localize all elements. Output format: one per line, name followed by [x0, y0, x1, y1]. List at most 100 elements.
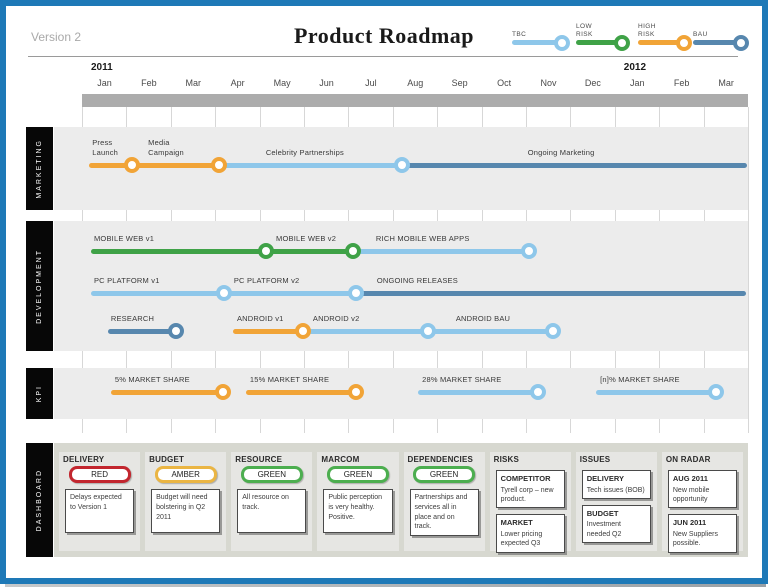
- lane-header-marketing: MARKETING: [26, 127, 53, 210]
- month-label: Aug: [407, 78, 424, 88]
- card-title: DEPENDENCIES: [407, 455, 474, 464]
- note-box: Budget will need bolstering in Q2 2011: [151, 489, 221, 533]
- milestone-marker-icon: [521, 243, 538, 259]
- status-pill: AMBER: [154, 466, 217, 483]
- bar-label: PC PLATFORM v2: [233, 276, 300, 285]
- info-box-text: New mobile opportunity: [672, 486, 710, 503]
- info-box: DELIVERY Tech issues (BOB): [581, 470, 651, 499]
- timeline-bar: [418, 389, 538, 395]
- milestone-marker-icon: [168, 323, 185, 339]
- month-label: Feb: [673, 78, 690, 88]
- legend-ring-icon: [554, 34, 570, 51]
- milestone-marker-icon: [214, 384, 231, 400]
- month-label: Jan: [630, 78, 645, 88]
- info-box-text: Lower pricing expected Q3: [500, 530, 543, 548]
- version-label: Version 2: [31, 30, 82, 44]
- bar-label: Media Campaign: [148, 138, 184, 157]
- milestone-marker-icon: [344, 243, 361, 259]
- legend-ring-icon: [614, 34, 630, 51]
- note-box: All resource on track.: [237, 489, 307, 533]
- milestone-marker-icon: [529, 384, 546, 400]
- month-label: Feb: [141, 78, 157, 88]
- info-box-text: Tyrell corp – new product.: [500, 486, 554, 503]
- timeline-bar: [219, 162, 403, 168]
- info-box-heading: AUG 2011: [672, 474, 708, 483]
- legend-label: BAU: [693, 30, 708, 38]
- bar-label: RESEARCH: [110, 314, 155, 323]
- status-pill: RED: [68, 466, 131, 483]
- legend-label: HIGH RISK: [638, 23, 656, 38]
- milestone-marker-icon: [394, 157, 411, 173]
- page-title: Product Roadmap: [293, 23, 475, 48]
- bar-label: Ongoing Marketing: [527, 148, 595, 157]
- lane-header-development: DEVELOPMENT: [26, 221, 53, 351]
- bar-label: ANDROID v1: [236, 314, 284, 323]
- timeline-bar: [232, 328, 304, 334]
- info-box-heading: JUN 2011: [672, 518, 707, 528]
- info-box-text: Investment needed Q2: [586, 521, 622, 538]
- timeline-bar: [596, 389, 717, 395]
- info-box: MARKET Lower pricing expected Q3: [495, 514, 565, 553]
- card-title: DELIVERY: [63, 455, 105, 464]
- legend-label: LOW RISK: [576, 23, 593, 38]
- timeline-bar: [89, 162, 220, 168]
- legend-item-high_risk: HIGH RISK: [638, 20, 692, 51]
- milestone-marker-icon: [708, 384, 725, 400]
- month-label: Jan: [97, 78, 112, 88]
- grid-line: [748, 107, 749, 433]
- bar-label: Press Launch: [92, 138, 119, 157]
- milestone-marker-icon: [216, 285, 233, 301]
- card-title: RISKS: [493, 455, 520, 464]
- bar-label: RICH MOBILE WEB APPS: [375, 234, 470, 243]
- year-label: 2012: [623, 62, 647, 73]
- legend-ring-icon: [733, 34, 749, 51]
- note-box: Partnerships and services all in place a…: [409, 489, 479, 537]
- month-label: Apr: [230, 78, 245, 88]
- month-label: Mar: [718, 78, 734, 88]
- timeline-bar: [402, 162, 748, 168]
- milestone-marker-icon: [545, 323, 562, 339]
- note-box: Public perception is very healthy. Posit…: [323, 489, 393, 533]
- card-title: BUDGET: [149, 455, 185, 464]
- lane-header-text: DEVELOPMENT: [36, 248, 43, 324]
- lane-header-dashboard: DASHBOARD: [26, 443, 53, 557]
- month-label: Dec: [584, 78, 601, 88]
- legend-label: TBC: [512, 30, 527, 38]
- legend-item-bau: BAU: [693, 20, 749, 51]
- bar-label: MOBILE WEB v2: [276, 234, 337, 243]
- bar-label: ONGOING RELEASES: [376, 276, 458, 285]
- month-label: Mar: [185, 78, 202, 88]
- info-box-heading: MARKET: [500, 518, 533, 528]
- card-title: ISSUES: [579, 455, 611, 464]
- lane-header-kpi: KPI: [26, 368, 53, 419]
- info-box-heading: DELIVERY: [586, 474, 624, 483]
- milestone-marker-icon: [295, 323, 312, 339]
- bar-label: MOBILE WEB v1: [93, 234, 155, 243]
- bar-label: PC PLATFORM v1: [93, 276, 160, 285]
- milestone-marker-icon: [419, 323, 436, 339]
- timeline-bar: [352, 248, 530, 254]
- month-label: Sep: [451, 78, 468, 88]
- timeline-bar: [90, 248, 353, 254]
- dashboard-card-budget: BUDGET AMBER Budget will need bolstering i…: [145, 452, 227, 551]
- bar-label: [n]% MARKET SHARE: [600, 375, 680, 384]
- milestone-marker-icon: [124, 157, 141, 173]
- milestone-marker-icon: [347, 384, 364, 400]
- month-label: May: [273, 78, 291, 88]
- timeline-bar: [355, 290, 746, 296]
- legend-line: [693, 34, 749, 51]
- status-pill: GREEN: [326, 466, 389, 483]
- month-label: Oct: [497, 78, 512, 88]
- info-box-text: Tech issues (BOB): [586, 486, 645, 494]
- info-box-text: New Suppliers possible.: [672, 530, 719, 548]
- note-box: Delays expected to Version 1: [65, 489, 135, 533]
